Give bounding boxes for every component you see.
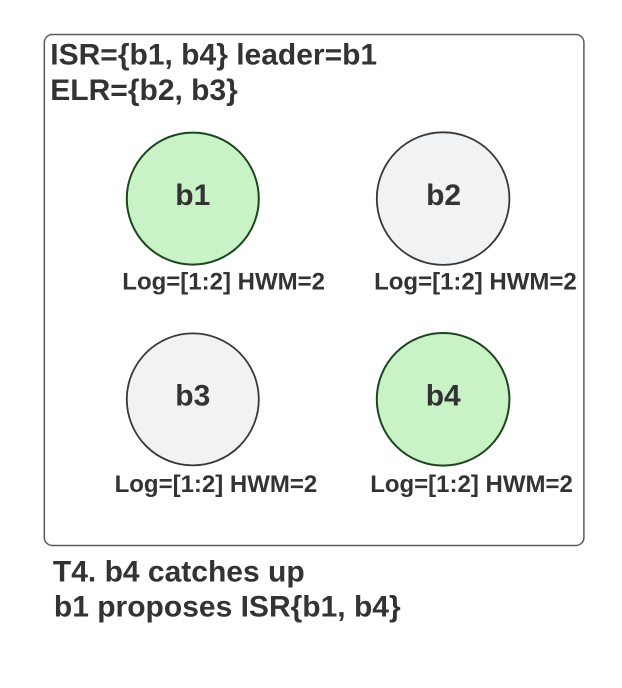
svg-text:ISR={b1, b4} leader=b1: ISR={b1, b4} leader=b1 — [50, 38, 377, 71]
svg-text:T4. b4 catches up: T4. b4 catches up — [53, 555, 305, 588]
svg-text:b1 proposes ISR{b1, b4}: b1 proposes ISR{b1, b4} — [54, 591, 401, 624]
svg-text:b4: b4 — [426, 379, 461, 412]
svg-text:ELR={b2, b3}: ELR={b2, b3} — [50, 74, 238, 107]
svg-text:Log=[1:2] HWM=2: Log=[1:2] HWM=2 — [122, 269, 325, 296]
svg-text:Log=[1:2] HWM=2: Log=[1:2] HWM=2 — [370, 471, 573, 498]
svg-text:Log=[1:2] HWM=2: Log=[1:2] HWM=2 — [115, 471, 318, 498]
svg-text:b3: b3 — [175, 380, 210, 413]
svg-text:b1: b1 — [175, 179, 210, 212]
svg-text:b2: b2 — [426, 179, 461, 212]
svg-text:Log=[1:2] HWM=2: Log=[1:2] HWM=2 — [374, 269, 577, 296]
